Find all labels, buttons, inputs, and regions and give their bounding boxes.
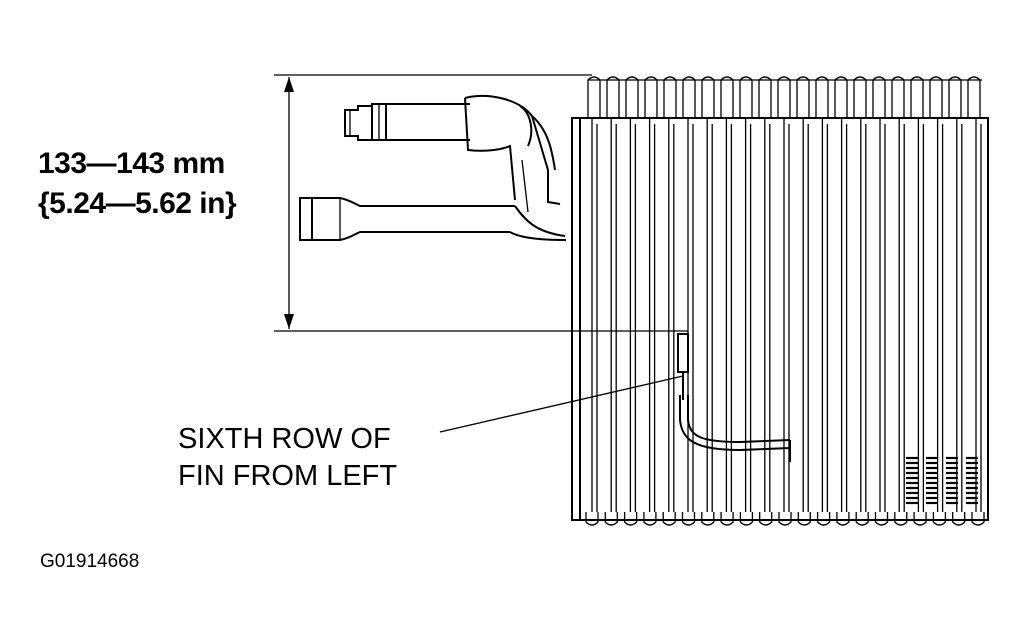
refrigerant-pipes xyxy=(299,95,567,241)
sensor-probe xyxy=(677,333,791,462)
figure-code: G01914668 xyxy=(40,551,139,572)
callout-label-line2: FIN FROM LEFT xyxy=(178,460,397,492)
callout-leader xyxy=(439,375,684,433)
dimension-label-in: {5.24—5.62 in} xyxy=(38,187,237,220)
dimension-lines xyxy=(274,74,688,332)
evaporator-core xyxy=(571,76,989,526)
callout-label-line1: SIXTH ROW OF xyxy=(178,423,391,455)
dimension-label-mm: 133—143 mm xyxy=(38,147,225,180)
